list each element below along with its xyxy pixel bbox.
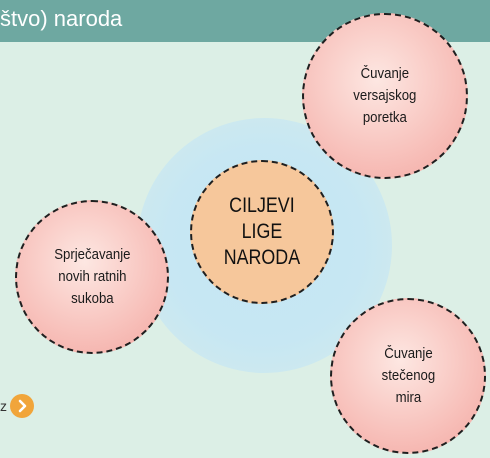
chevron-right-icon[interactable] xyxy=(10,394,34,418)
goal-line: versajskog xyxy=(353,87,417,104)
goal-line: Čuvanje xyxy=(383,345,433,362)
goal-node-label: Čuvanje versajskog poretka xyxy=(353,63,416,129)
chevron-right-icon-glyph xyxy=(18,399,27,413)
nav-text: z xyxy=(0,398,7,414)
goal-node-preserve-peace: Čuvanje stečenog mira xyxy=(330,298,486,454)
goal-node-label: Čuvanje stečenog mira xyxy=(381,343,435,409)
goal-line: Čuvanje xyxy=(360,65,410,82)
header-title: štvo) naroda xyxy=(0,6,123,31)
center-line-1: CILJEVI xyxy=(229,194,295,217)
goal-node-label: Sprječavanje novih ratnih sukoba xyxy=(54,244,130,310)
goal-line: novih ratnih xyxy=(57,268,127,285)
center-node: CILJEVI LIGE NARODA xyxy=(190,160,334,304)
goal-line: Sprječavanje xyxy=(53,246,131,263)
goal-line: mira xyxy=(395,389,421,406)
goal-node-prevent-wars: Sprječavanje novih ratnih sukoba xyxy=(15,200,169,354)
goal-line: sukoba xyxy=(70,290,114,307)
next-nav[interactable]: z xyxy=(0,390,34,422)
goal-node-versailles-order: Čuvanje versajskog poretka xyxy=(302,13,468,179)
center-node-label: CILJEVI LIGE NARODA xyxy=(224,193,300,271)
goal-line: poretka xyxy=(362,109,408,126)
center-line-2: LIGE xyxy=(241,220,283,243)
goal-line: stečenog xyxy=(381,367,435,384)
center-line-3: NARODA xyxy=(223,246,301,269)
